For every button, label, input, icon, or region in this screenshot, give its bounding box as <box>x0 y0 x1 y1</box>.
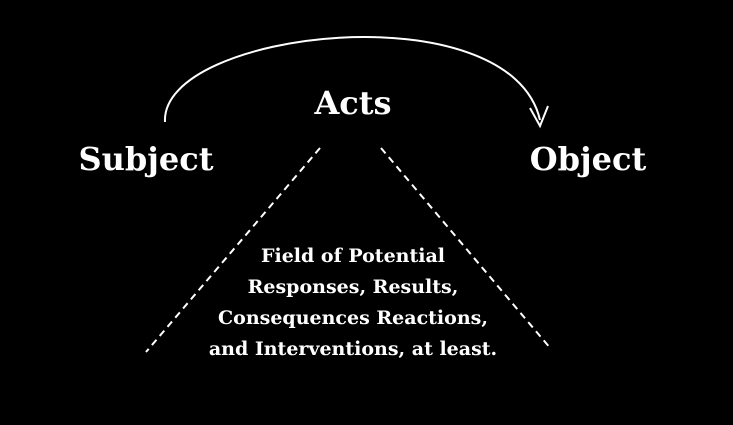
arrowhead-icon <box>529 105 549 129</box>
subject-label: Subject <box>79 140 214 178</box>
object-label: Object <box>530 140 647 178</box>
field-text-line-3: Consequences Reactions, <box>218 307 488 329</box>
field-text-line-1: Field of Potential <box>261 245 445 267</box>
field-left-boundary <box>145 147 321 353</box>
field-right-boundary <box>380 147 552 350</box>
field-text-line-4: and Interventions, at least. <box>209 338 497 360</box>
acts-label: Acts <box>313 84 391 122</box>
field-text-line-2: Responses, Results, <box>248 276 459 298</box>
action-arc <box>163 36 541 123</box>
